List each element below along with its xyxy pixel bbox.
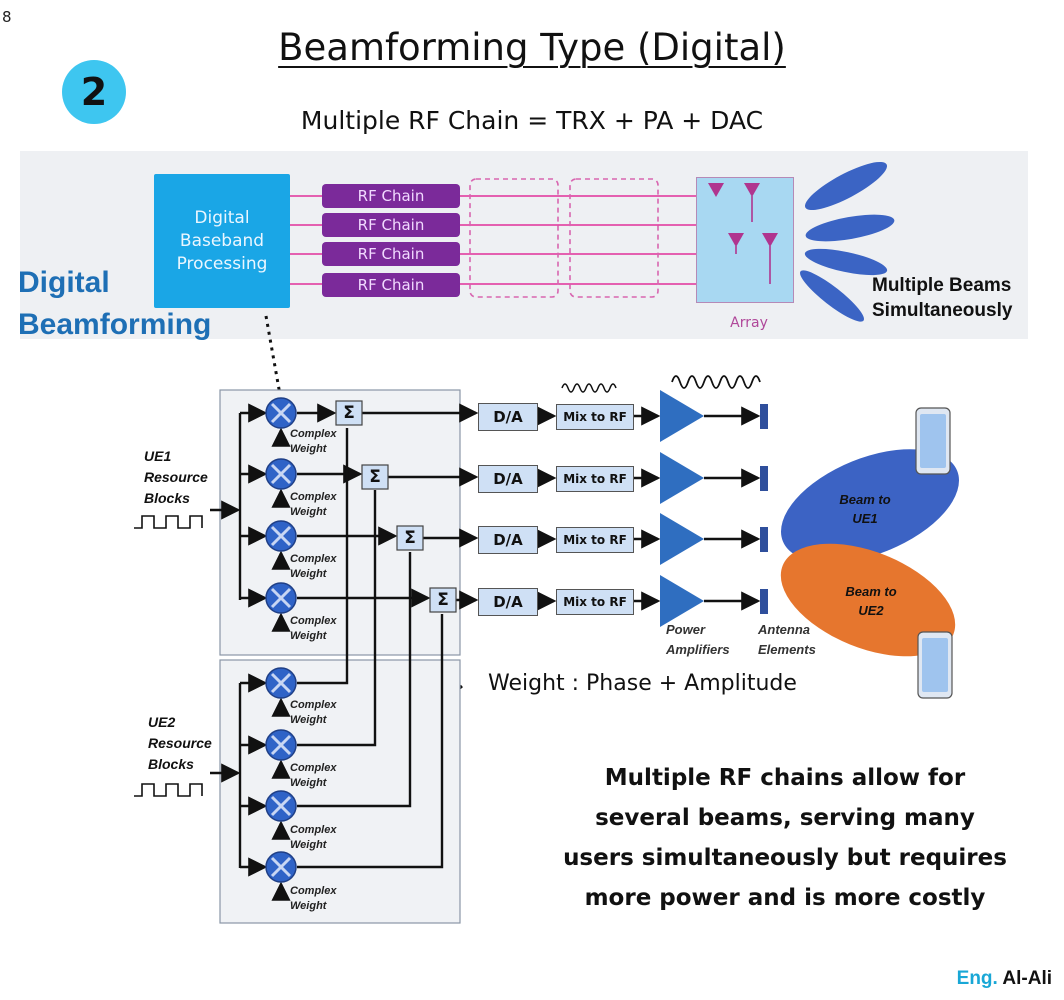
antenna-icon xyxy=(728,233,744,247)
mixer-block: Mix to RF xyxy=(556,589,634,615)
summer-block xyxy=(396,525,424,551)
rf-chain-1: RF Chain xyxy=(322,184,460,208)
antenna-array-box xyxy=(696,177,794,303)
dac-block: D/A xyxy=(478,526,538,554)
antenna-icon xyxy=(744,183,760,197)
beam-to-ue1 xyxy=(781,449,959,563)
amplifier-icon xyxy=(660,513,704,565)
amplifier-icon xyxy=(660,575,704,627)
mixer-block: Mix to RF xyxy=(556,527,634,553)
amplifier-icon xyxy=(660,390,704,442)
dac-block: D/A xyxy=(478,403,538,431)
dashed-stage-box-1 xyxy=(469,178,559,298)
rf-sine-large xyxy=(671,375,761,389)
subtitle: Multiple RF Chain = TRX + PA + DAC xyxy=(300,106,764,135)
beam-lobe xyxy=(805,214,895,242)
phone-icon xyxy=(915,407,951,475)
ue2-weight-group xyxy=(219,659,461,924)
array-label: Array xyxy=(730,315,768,331)
step-badge: 2 xyxy=(62,60,126,124)
weight-note: Weight : Phase + Amplitude xyxy=(488,671,797,696)
mixer-block: Mix to RF xyxy=(556,404,634,430)
rf-chain-2: RF Chain xyxy=(322,213,460,237)
summary-text: Multiple RF chains allow for several bea… xyxy=(563,765,1007,911)
summer-block xyxy=(429,587,457,613)
summer-block xyxy=(361,464,389,490)
ue2-signal-wave xyxy=(134,783,203,797)
amplifier-icon xyxy=(660,452,704,504)
phone-icon xyxy=(917,631,953,699)
rf-sine-small xyxy=(561,383,617,393)
beam-lobe xyxy=(799,270,865,322)
antenna-element xyxy=(760,404,768,429)
beam-to-ue2 xyxy=(780,543,956,657)
antenna-icon xyxy=(762,233,778,247)
beam-lobe xyxy=(804,161,888,211)
page-title: Beamforming Type (Digital) xyxy=(278,26,786,69)
summer-symbol: Σ xyxy=(343,403,355,423)
antenna-element xyxy=(760,527,768,552)
dashed-stage-box-2 xyxy=(569,178,659,298)
page-number: 8 xyxy=(2,8,12,26)
ue1-weight-group xyxy=(219,389,461,656)
antenna-icon xyxy=(708,183,724,197)
summer-symbol: Σ xyxy=(437,590,449,610)
antenna-element xyxy=(760,466,768,491)
beam-lobe xyxy=(804,248,888,276)
ue1-signal-wave xyxy=(134,515,203,529)
summer-symbol: Σ xyxy=(369,467,381,487)
author-credit: Eng. Al-Ali xyxy=(956,968,1052,989)
multiple-beams-label: Multiple Beams Simultaneously xyxy=(872,275,1013,321)
summer-symbol: Σ xyxy=(404,528,416,548)
rf-chain-4: RF Chain xyxy=(322,273,460,297)
rf-chain-3: RF Chain xyxy=(322,242,460,266)
digital-beamforming-label: Digital Beamforming xyxy=(18,266,212,341)
summer-block xyxy=(335,400,363,426)
antenna-element xyxy=(760,589,768,614)
digital-baseband-block: Digital Baseband Processing xyxy=(154,174,290,308)
dac-block: D/A xyxy=(478,588,538,616)
dac-block: D/A xyxy=(478,465,538,493)
mixer-block: Mix to RF xyxy=(556,466,634,492)
